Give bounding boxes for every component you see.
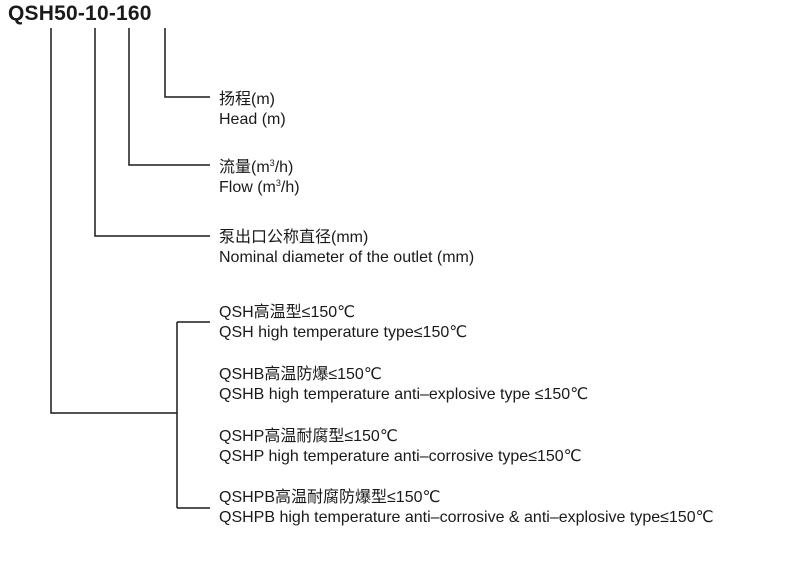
- field-outlet-diameter: 泵出口公称直径(mm) Nominal diameter of the outl…: [219, 228, 474, 268]
- field-head: 扬程(m) Head (m): [219, 90, 286, 130]
- type-qshpb-cn: QSHPB高温耐腐防爆型≤150℃: [219, 489, 441, 506]
- type-qshb-cn: QSHB高温防爆≤150℃: [219, 366, 382, 383]
- field-head-en: Head (m): [219, 111, 286, 128]
- field-flow: 流量(m3/h) Flow (m3/h): [219, 158, 300, 198]
- type-qshb: QSHB高温防爆≤150℃ QSHB high temperature anti…: [219, 365, 588, 405]
- type-qshp-en: QSHP high temperature anti–corrosive typ…: [219, 448, 582, 465]
- field-head-cn: 扬程(m): [219, 91, 275, 108]
- connector-type: [50, 28, 177, 414]
- model-code: QSH50-10-160: [8, 2, 152, 25]
- field-outlet-en: Nominal diameter of the outlet (mm): [219, 249, 475, 266]
- field-flow-cn: 流量(m3/h): [219, 158, 294, 177]
- type-qshpb-en: QSHPB high temperature anti–corrosive & …: [219, 509, 714, 526]
- type-qshpb: QSHPB高温耐腐防爆型≤150℃ QSHPB high temperature…: [219, 488, 714, 528]
- type-qsh-cn: QSH高温型≤150℃: [219, 304, 356, 321]
- type-qsh-en: QSH high temperature type≤150℃: [219, 324, 468, 341]
- field-flow-en: Flow (m3/h): [219, 178, 300, 197]
- connector-outlet: [94, 28, 210, 237]
- field-outlet-cn: 泵出口公称直径(mm): [219, 229, 369, 246]
- connector-head: [164, 28, 210, 98]
- type-qshp-cn: QSHP高温耐腐型≤150℃: [219, 428, 398, 445]
- type-qshb-en: QSHB high temperature anti–explosive typ…: [219, 386, 589, 403]
- type-qshp: QSHP高温耐腐型≤150℃ QSHP high temperature ant…: [219, 427, 582, 467]
- connector-flow: [128, 28, 210, 166]
- type-qsh: QSH高温型≤150℃ QSH high temperature type≤15…: [219, 303, 467, 343]
